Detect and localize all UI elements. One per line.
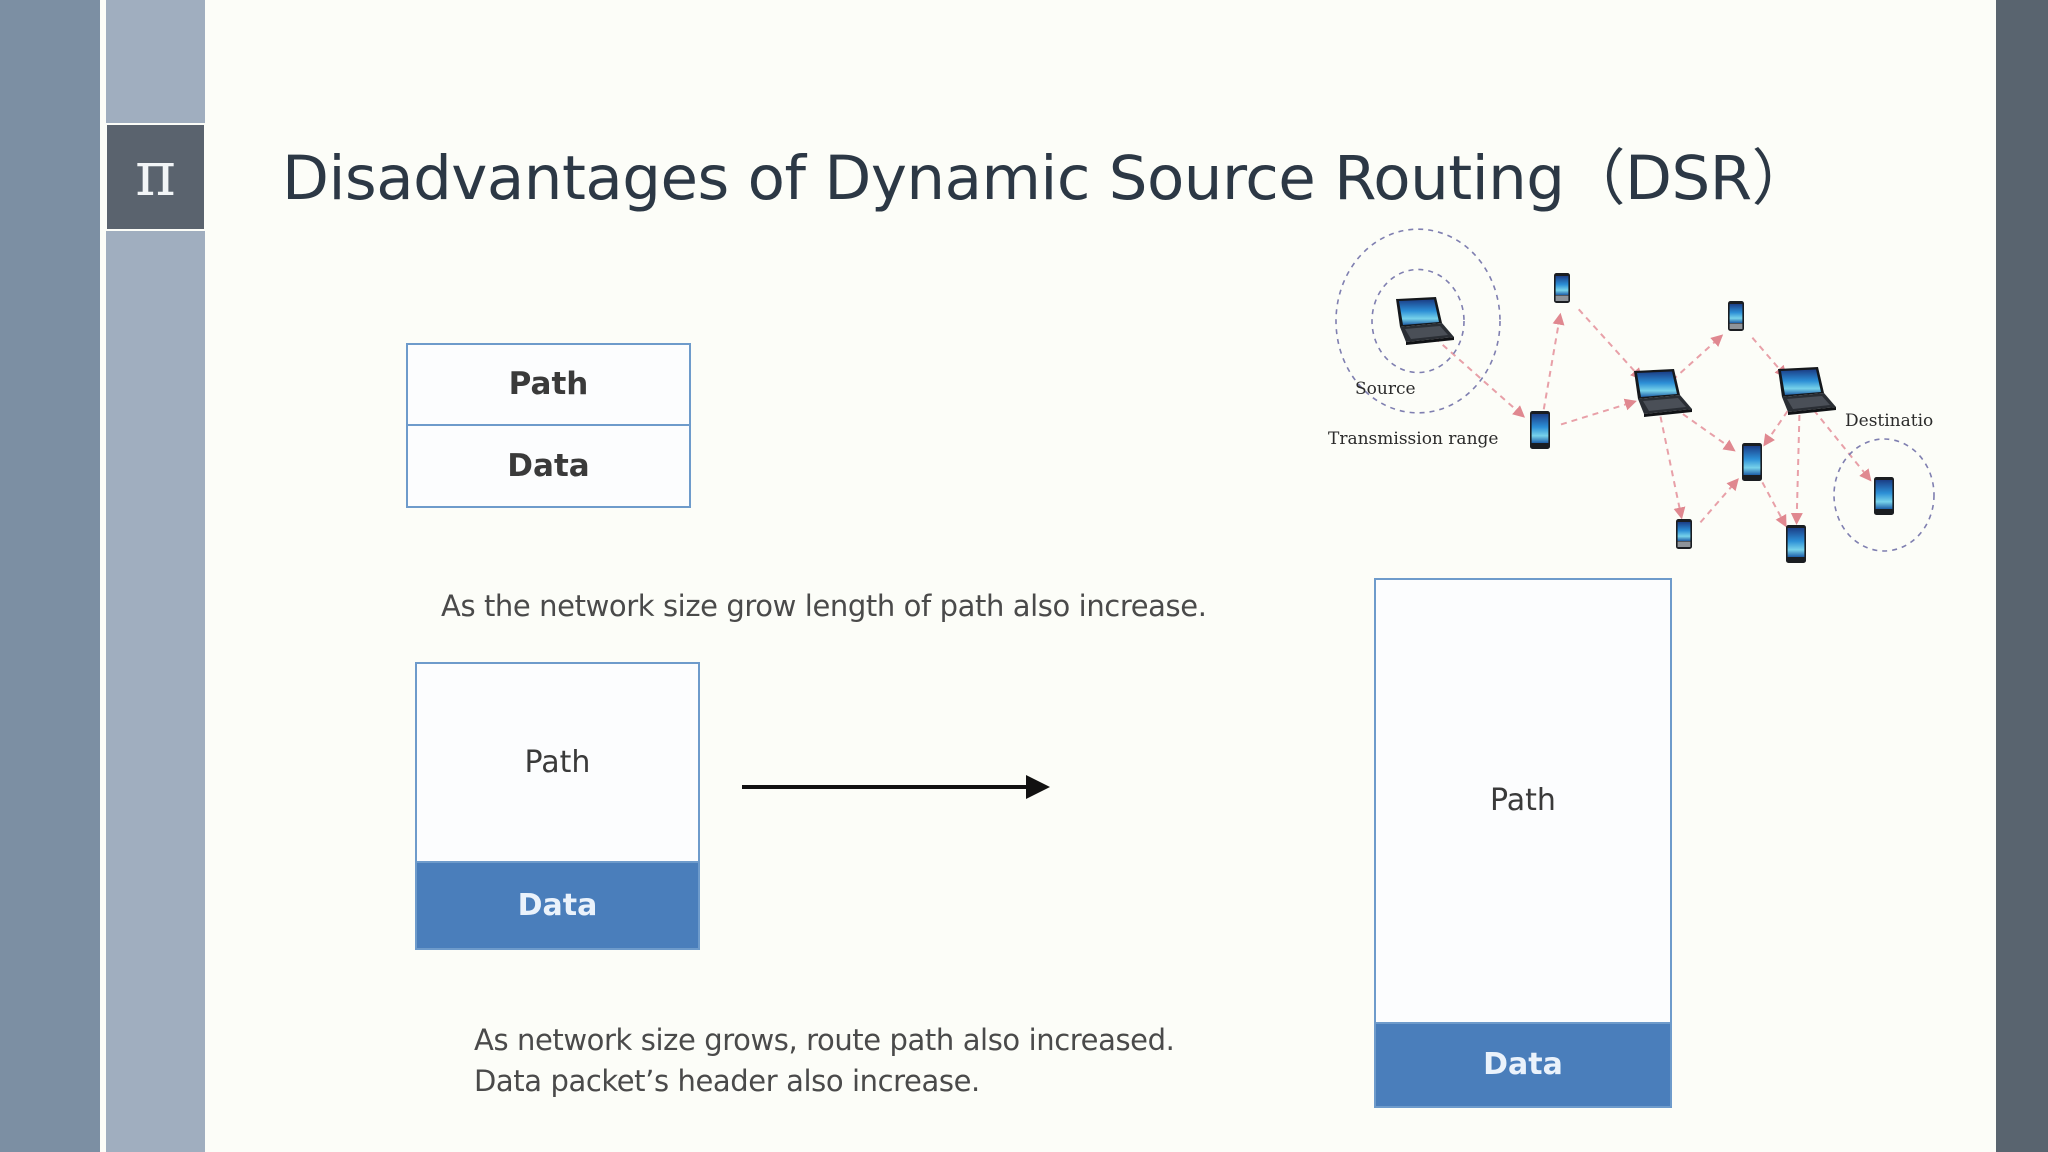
largest-packet-path-label: Path — [1490, 783, 1556, 819]
manet-network-diagram: Source Transmission range Destinatio — [1300, 225, 1990, 565]
network-node-destination — [1874, 477, 1894, 515]
conclusion-line-1: As network size grows, route path also i… — [474, 1023, 1175, 1057]
network-node-source — [1396, 297, 1454, 345]
network-node-relay — [1778, 367, 1836, 415]
short-packet-data-label: Data — [507, 447, 590, 484]
largest-packet-data-label: Data — [1376, 1021, 1670, 1106]
network-growth-caption: As the network size grow length of path … — [441, 589, 1207, 623]
network-node-relay — [1530, 411, 1550, 449]
grown-packet-path-label: Path — [524, 745, 591, 781]
conclusion-line-2: Data packet’s header also increase. — [474, 1064, 980, 1099]
network-node-relay — [1634, 369, 1692, 417]
network-diagram-svg — [1335, 228, 1935, 563]
grown-packet-box: Path Data — [415, 662, 700, 950]
growth-arrow-icon — [742, 775, 1050, 799]
source-label: Source — [1355, 379, 1416, 399]
network-node-relay — [1742, 443, 1762, 481]
largest-packet-box: Path Data — [1374, 578, 1672, 1108]
short-packet-path-label: Path — [408, 345, 689, 426]
transmission-range-label: Transmission range — [1328, 429, 1499, 449]
conclusion-text: As network size grows, route path also i… — [474, 1020, 1175, 1102]
network-node-relay — [1554, 273, 1570, 303]
page-title: Disadvantages of Dynamic Source Routing（… — [282, 143, 1813, 214]
network-node-relay — [1786, 525, 1806, 563]
destination-label: Destinatio — [1845, 411, 1934, 431]
short-packet-box: Path Data — [406, 343, 691, 508]
pi-logo-icon: π — [107, 125, 204, 229]
network-node-relay — [1728, 301, 1744, 331]
right-accent-bar — [1996, 0, 2048, 1152]
network-node-relay — [1676, 519, 1692, 549]
grown-packet-data-label: Data — [417, 861, 698, 948]
left-accent-bar-outer — [0, 0, 100, 1152]
